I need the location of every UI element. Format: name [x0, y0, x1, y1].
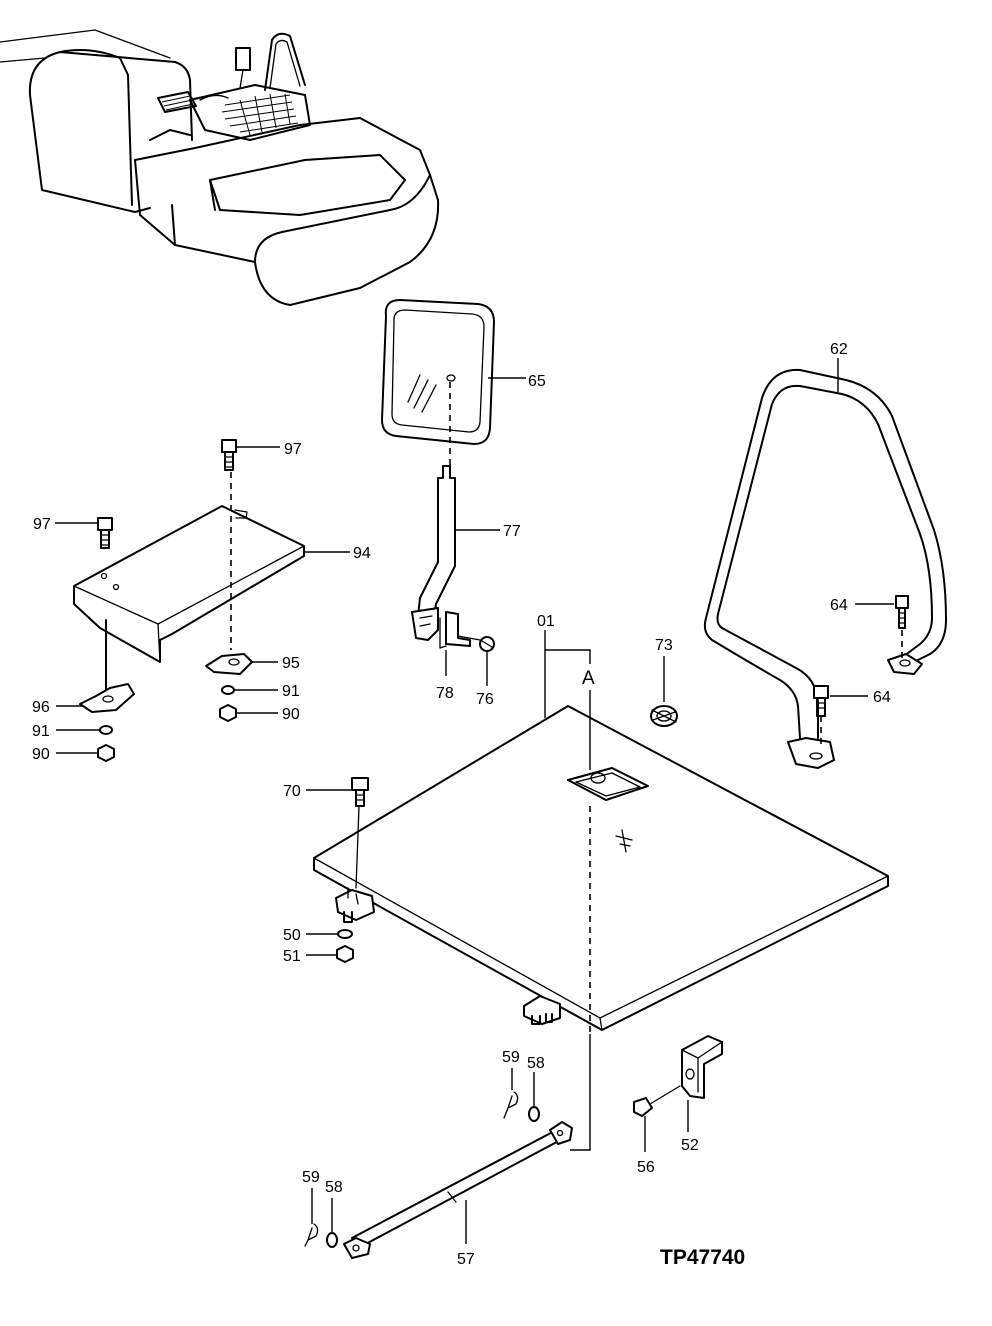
callout-57: 57 [457, 1251, 475, 1268]
bolt-part-64-lower [813, 685, 829, 744]
bolt-part-56 [633, 1085, 681, 1117]
bolt-part-76 [457, 635, 495, 652]
bolt-part-70 [351, 777, 369, 889]
section-a-bracket [545, 649, 591, 664]
clip-nut-part-96 [79, 683, 135, 713]
machine-overview [0, 29, 440, 306]
mirror-part-65 [381, 299, 495, 466]
callout-50: 50 [283, 927, 301, 944]
bracket-part-78 [439, 611, 471, 649]
callout-58-lower: 58 [325, 1179, 343, 1196]
section-label-a: A [582, 668, 595, 689]
callout-97-left: 97 [33, 516, 51, 533]
handrail-part-62 [703, 368, 947, 769]
callout-91-left: 91 [32, 723, 50, 740]
callout-73: 73 [655, 637, 673, 654]
callout-95: 95 [282, 655, 300, 672]
hinge-right [523, 995, 561, 1025]
callout-59-upper: 59 [502, 1049, 520, 1066]
pin-part-59-lower [304, 1223, 319, 1247]
leader-lines [55, 358, 894, 1244]
washer-part-91-right [221, 685, 235, 695]
callout-90-left: 90 [32, 746, 50, 763]
bracket-part-52 [681, 1035, 723, 1099]
callout-51: 51 [283, 948, 301, 965]
callout-59-lower: 59 [302, 1169, 320, 1186]
callout-01: 01 [537, 613, 555, 630]
callout-76: 76 [476, 691, 494, 708]
nut-part-51 [336, 945, 354, 963]
mirror-stay-part-77 [411, 465, 456, 641]
nut-part-90-left [97, 744, 115, 762]
section-a-lower-line [570, 1034, 591, 1151]
callout-94: 94 [353, 545, 371, 562]
nut-part-90-right [219, 704, 237, 722]
callout-77: 77 [503, 523, 521, 540]
bolt-part-64-upper [895, 595, 909, 660]
hinge-left [335, 887, 375, 923]
callout-96: 96 [32, 699, 50, 716]
callout-64-lower: 64 [873, 689, 891, 706]
callout-70: 70 [283, 783, 301, 800]
plate-part-94 [73, 505, 305, 663]
washer-part-91-left [99, 725, 113, 735]
callout-64-upper: 64 [830, 597, 848, 614]
bolt-part-97-right [221, 439, 237, 471]
washer-part-58-lower [326, 1232, 338, 1248]
callout-90-right: 90 [282, 706, 300, 723]
clip-nut-part-95 [205, 653, 253, 675]
washer-part-58-upper [528, 1106, 540, 1122]
callout-56: 56 [637, 1159, 655, 1176]
callout-97-right: 97 [284, 441, 302, 458]
callout-91-right: 91 [282, 683, 300, 700]
grommet-part-73 [650, 705, 678, 727]
callout-65: 65 [528, 373, 546, 390]
callout-58-upper: 58 [527, 1055, 545, 1072]
pin-part-59-upper [503, 1091, 519, 1119]
callout-52: 52 [681, 1137, 699, 1154]
callout-78: 78 [436, 685, 454, 702]
callout-labels: 65 77 78 76 62 64 64 73 01 A 97 97 94 95… [32, 341, 891, 1268]
drawing-id: TP47740 [660, 1246, 745, 1269]
cover-part-01 [313, 705, 889, 1031]
stay-part-57 [343, 1121, 573, 1259]
bolt-part-97-left [97, 517, 113, 549]
washer-part-50 [337, 929, 353, 939]
callout-62: 62 [830, 341, 848, 358]
